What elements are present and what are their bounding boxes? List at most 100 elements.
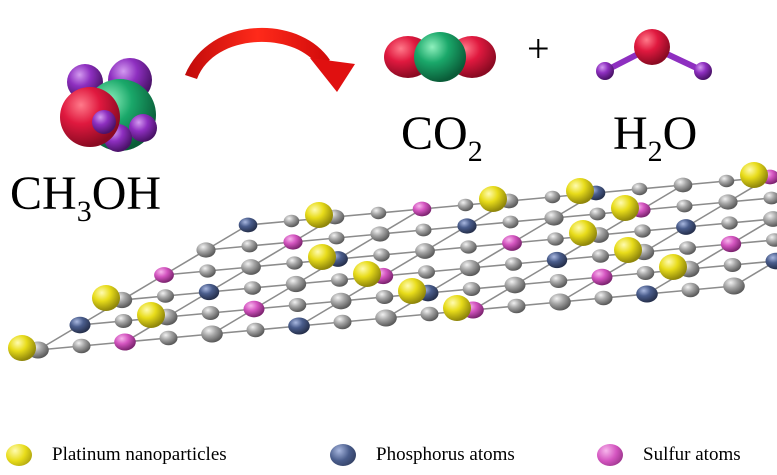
platinum-nanoparticle (398, 278, 426, 304)
platinum-nanoparticle (353, 261, 381, 287)
legend-item-sulfur: Sulfur atoms (597, 440, 741, 470)
sulfur-atom (720, 235, 742, 253)
h2o-molecule (596, 29, 712, 80)
carbon-atom (72, 338, 91, 354)
carbon-atom (718, 194, 738, 210)
legend-label-phosphorus: Phosphorus atoms (376, 444, 515, 465)
phosphorus-atom (69, 316, 91, 334)
carbon-atom (681, 282, 700, 298)
carbon-atom (241, 239, 258, 253)
carbon-atom (375, 309, 397, 327)
carbon-atom (241, 259, 261, 275)
platinum-nanoparticle (92, 285, 120, 311)
carbon-atom (283, 214, 300, 228)
platinum-nanoparticle (569, 220, 597, 246)
methanol-formula-subscript: 3 (76, 195, 92, 228)
sulfur-atom (114, 333, 136, 351)
carbon-atom (375, 290, 394, 304)
carbon-atom (462, 282, 481, 296)
carbon-atom (766, 233, 777, 247)
carbon-atom (676, 199, 693, 213)
carbon-atom (330, 292, 352, 310)
carbon-atom (333, 314, 352, 330)
phosphorus-atom (288, 317, 310, 335)
carbon-atom (718, 174, 735, 188)
carbon-atom (457, 198, 474, 212)
phosphorus-atom (765, 252, 777, 270)
carbon-atom (420, 306, 439, 322)
sulfur-atom (412, 201, 432, 217)
carbon-atom (244, 281, 261, 295)
sulfur-atom (591, 268, 613, 286)
carbon-atom (673, 177, 693, 193)
carbon-atom (547, 232, 564, 246)
carbon-atom (460, 240, 477, 254)
co2-molecule (384, 32, 496, 82)
carbon-atom (723, 258, 742, 272)
h2o-formula: H2O (613, 107, 698, 167)
carbon-atom (199, 264, 216, 278)
carbon-atom (679, 241, 696, 255)
methanol-molecule (60, 58, 157, 152)
h2o-formula-suffix: O (662, 107, 698, 160)
platinum-nanoparticle (659, 254, 687, 280)
carbon-atom (285, 275, 307, 293)
phosphorus-atom (198, 283, 220, 301)
carbon-atom (459, 259, 481, 277)
phosphorus-atom (676, 219, 696, 235)
carbon-atom (723, 277, 745, 295)
platinum-nanoparticle (740, 162, 768, 188)
carbon-atom (286, 256, 303, 270)
carbon-atom (594, 290, 613, 306)
carbon-atom (589, 207, 606, 221)
carbon-atom (159, 330, 178, 346)
carbon-atom (201, 325, 223, 343)
methanol-formula-prefix: CH (10, 167, 77, 220)
carbon-atom (328, 231, 345, 245)
sulfur-atom (154, 267, 174, 283)
co2-formula-subscript: 2 (467, 135, 483, 168)
carbon-atom (373, 248, 390, 262)
platinum-nanoparticle (611, 195, 639, 221)
platinum-swatch-icon (6, 444, 32, 466)
platinum-nanoparticle (443, 295, 471, 321)
carbon-atom (331, 273, 348, 287)
carbon-atom (544, 190, 561, 204)
carbon-atom (415, 223, 432, 237)
carbon-atom (631, 182, 648, 196)
carbon-atom (763, 191, 777, 205)
phosphorus-atom (238, 217, 258, 233)
lattice-atoms (8, 162, 777, 361)
carbon-atom (507, 298, 526, 314)
carbon-atom (370, 206, 387, 220)
carbon-atom (592, 249, 609, 263)
carbon-atom (370, 226, 390, 242)
catalyst-lattice (8, 162, 777, 361)
legend-label-platinum: Platinum nanoparticles (52, 444, 227, 465)
carbon-atom (634, 224, 651, 238)
sulfur-atom (502, 235, 522, 251)
phosphorus-swatch-icon (330, 444, 356, 466)
sulfur-atom (283, 234, 303, 250)
carbon-atom (201, 306, 220, 320)
carbon-atom (415, 243, 435, 259)
co2-formula: CO2 (401, 110, 483, 167)
carbon-atom (114, 314, 133, 328)
carbon-atom (288, 298, 307, 312)
reaction-arrow (185, 27, 355, 92)
phosphorus-atom (636, 285, 658, 303)
carbon-atom (502, 215, 519, 229)
platinum-nanoparticle (614, 237, 642, 263)
platinum-nanoparticle (479, 186, 507, 212)
carbon-atom (418, 265, 435, 279)
carbon-atom (504, 276, 526, 294)
carbon-atom (196, 242, 216, 258)
legend-item-phosphorus: Phosphorus atoms (330, 440, 515, 470)
methanol-formula-suffix: OH (91, 167, 162, 220)
sulfur-swatch-icon (597, 444, 623, 466)
platinum-nanoparticle (308, 244, 336, 270)
legend-item-platinum: Platinum nanoparticles (6, 440, 227, 470)
platinum-nanoparticle (305, 202, 333, 228)
carbon-atom (721, 216, 738, 230)
